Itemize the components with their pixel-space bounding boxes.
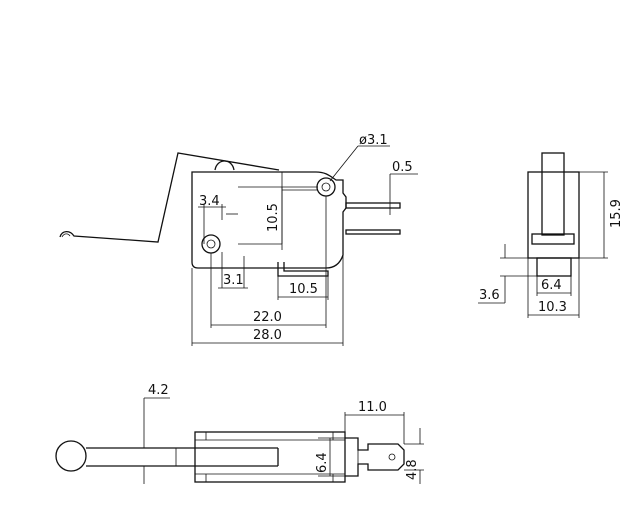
- bottom-view: 4.2 11.0 6.4 4.8: [55, 383, 424, 484]
- dim-terminal-length: 11.0: [358, 400, 387, 415]
- dim-lever-bottom-offset: 3.1: [223, 273, 244, 288]
- terminal-bottom: [277, 262, 329, 277]
- side-body: [527, 171, 580, 259]
- dim-terminal-width: 6.4: [315, 452, 330, 473]
- dim-lever-width: 4.2: [148, 383, 169, 398]
- lever-wire: [59, 152, 280, 243]
- terminal-top: [345, 202, 401, 209]
- dim-hole-vertical: 10.5: [266, 203, 281, 232]
- side-plunger: [541, 152, 565, 236]
- dim-terminal-spacing: 10.5: [289, 282, 318, 297]
- dim-base-step: 3.6: [479, 288, 500, 303]
- dim-side-height: 15.9: [609, 199, 624, 228]
- dim-hole-diameter: ø3.1: [359, 133, 388, 148]
- dim-terminal-thickness: 0.5: [392, 160, 413, 175]
- bottom-body: [194, 431, 346, 483]
- dim-hole-spacing: 22.0: [253, 310, 282, 325]
- dim-plunger-width: 6.4: [541, 278, 562, 293]
- side-foot: [536, 257, 572, 277]
- dim-terminal-tab: 4.8: [405, 459, 420, 480]
- switch-body: [191, 171, 347, 269]
- terminal-middle: [345, 229, 401, 235]
- mounting-hole-left: [201, 234, 221, 254]
- mounting-hole-right: [316, 177, 336, 197]
- front-view: ø3.1 0.5 3.4 10.5 3.1 10.5 22.0: [59, 133, 418, 346]
- actuator-bump: [214, 160, 235, 171]
- side-lever-base: [531, 233, 575, 245]
- bottom-terminal: [345, 437, 405, 477]
- lever-roller: [55, 440, 87, 472]
- side-view: 15.9 3.6 6.4 10.3: [478, 152, 624, 318]
- dim-lever-pivot-offset: 3.4: [199, 194, 220, 209]
- dim-body-length: 28.0: [253, 328, 282, 343]
- dim-body-width: 10.3: [538, 300, 567, 315]
